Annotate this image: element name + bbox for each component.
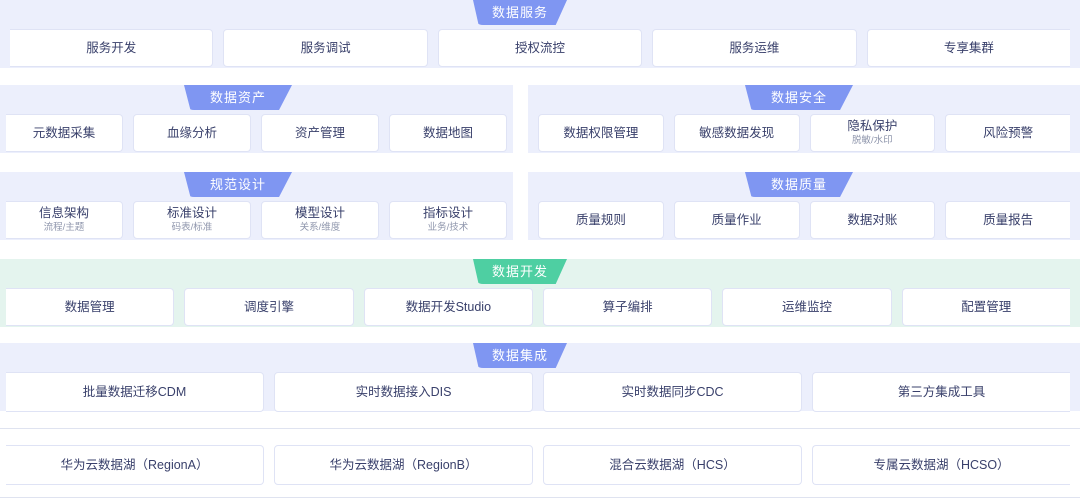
card-row-data-development: 数据管理 调度引擎 数据开发Studio 算子编排 运维监控 配置管理 — [6, 288, 1070, 326]
card-title: 实时数据接入DIS — [355, 384, 452, 399]
card-realtime-data-ingest-dis[interactable]: 实时数据接入DIS — [274, 372, 533, 412]
card-title: 指标设计 — [422, 206, 473, 220]
card-row-data-quality: 质量规则 质量作业 数据对账 质量报告 — [538, 201, 1070, 239]
card-data-development-studio[interactable]: 数据开发Studio — [363, 288, 533, 326]
section-tab-data-integration[interactable]: 数据集成 — [473, 343, 567, 368]
card-row-data-asset: 元数据采集 血缘分析 资产管理 数据地图 — [6, 114, 507, 152]
card-third-party-integration-tool[interactable]: 第三方集成工具 — [812, 372, 1070, 412]
card-title: 专享集群 — [943, 40, 994, 55]
card-title: 批量数据迁移CDM — [82, 384, 187, 399]
card-row-standard-design: 信息架构 流程/主题 标准设计 码表/标准 模型设计 关系/维度 指标设计 业务… — [6, 201, 507, 239]
card-data-map[interactable]: 数据地图 — [389, 114, 507, 152]
card-auth-flow-control[interactable]: 授权流控 — [437, 29, 643, 67]
card-title: 运维监控 — [781, 299, 832, 314]
card-row-data-service: 服务开发 服务调试 授权流控 服务运维 专享集群 — [10, 29, 1071, 67]
card-privacy-protection[interactable]: 隐私保护 脱敏/水印 — [809, 114, 936, 152]
card-asset-management[interactable]: 资产管理 — [261, 114, 379, 152]
card-row-data-lake: 华为云数据湖（RegionA） 华为云数据湖（RegionB） 混合云数据湖（H… — [6, 445, 1070, 485]
card-row-data-integration: 批量数据迁移CDM 实时数据接入DIS 实时数据同步CDC 第三方集成工具 — [6, 372, 1070, 412]
card-lineage-analysis[interactable]: 血缘分析 — [133, 114, 251, 152]
card-title: 华为云数据湖（RegionB） — [329, 457, 478, 472]
card-title: 质量作业 — [711, 212, 762, 227]
card-dedicated-cloud-data-lake-hcso[interactable]: 专属云数据湖（HCSO） — [812, 445, 1070, 485]
card-title: 配置管理 — [961, 299, 1012, 314]
card-model-design[interactable]: 模型设计 关系/维度 — [261, 201, 379, 239]
card-title: 服务开发 — [86, 40, 137, 55]
card-data-permission-management[interactable]: 数据权限管理 — [538, 114, 664, 152]
card-title: 服务运维 — [729, 40, 780, 55]
section-tab-data-quality[interactable]: 数据质量 — [745, 172, 853, 197]
section-tab-data-security[interactable]: 数据安全 — [745, 85, 853, 110]
card-title: 数据地图 — [422, 125, 473, 140]
card-title: 血缘分析 — [166, 125, 217, 140]
divider-bottom-data-lake — [0, 497, 1080, 498]
card-configuration-management[interactable]: 配置管理 — [901, 288, 1070, 326]
card-title: 服务调试 — [300, 40, 351, 55]
card-title: 模型设计 — [294, 206, 345, 220]
card-title: 数据管理 — [64, 299, 115, 314]
card-title: 资产管理 — [294, 125, 345, 140]
section-tab-data-development[interactable]: 数据开发 — [473, 259, 567, 284]
card-operator-orchestration[interactable]: 算子编排 — [542, 288, 713, 326]
card-exclusive-cluster[interactable]: 专享集群 — [866, 29, 1071, 67]
card-row-data-security: 数据权限管理 敏感数据发现 隐私保护 脱敏/水印 风险预警 — [538, 114, 1070, 152]
card-huawei-cloud-data-lake-region-a[interactable]: 华为云数据湖（RegionA） — [6, 445, 264, 485]
card-standard-design[interactable]: 标准设计 码表/标准 — [133, 201, 251, 239]
card-data-reconciliation[interactable]: 数据对账 — [809, 201, 936, 239]
card-risk-alert[interactable]: 风险预警 — [945, 114, 1070, 152]
card-title: 专属云数据湖（HCSO） — [873, 457, 1010, 472]
card-service-debug[interactable]: 服务调试 — [223, 29, 428, 67]
card-title: 数据开发Studio — [405, 299, 492, 314]
divider-top-data-lake — [0, 428, 1080, 429]
card-sensitive-data-discovery[interactable]: 敏感数据发现 — [673, 114, 800, 152]
card-batch-data-migration-cdm[interactable]: 批量数据迁移CDM — [6, 372, 264, 412]
card-title: 质量报告 — [983, 212, 1034, 227]
card-information-architecture[interactable]: 信息架构 流程/主题 — [6, 201, 123, 239]
card-huawei-cloud-data-lake-region-b[interactable]: 华为云数据湖（RegionB） — [274, 445, 533, 485]
card-quality-job[interactable]: 质量作业 — [673, 201, 800, 239]
card-title: 授权流控 — [515, 40, 566, 55]
card-scheduling-engine[interactable]: 调度引擎 — [184, 288, 354, 326]
card-title: 信息架构 — [38, 206, 89, 220]
card-hybrid-cloud-data-lake-hcs[interactable]: 混合云数据湖（HCS） — [543, 445, 802, 485]
card-title: 混合云数据湖（HCS） — [609, 457, 736, 472]
card-metadata-collection[interactable]: 元数据采集 — [6, 114, 123, 152]
section-tab-standard-design[interactable]: 规范设计 — [184, 172, 292, 197]
card-title: 实时数据同步CDC — [621, 384, 724, 399]
card-subtitle: 关系/维度 — [299, 222, 341, 233]
card-quality-report[interactable]: 质量报告 — [945, 201, 1070, 239]
card-title: 数据权限管理 — [563, 125, 639, 140]
card-title: 数据对账 — [847, 212, 898, 227]
card-title: 敏感数据发现 — [699, 125, 775, 140]
section-tab-data-service[interactable]: 数据服务 — [473, 0, 567, 25]
card-service-ops[interactable]: 服务运维 — [652, 29, 857, 67]
card-subtitle: 码表/标准 — [171, 222, 213, 233]
card-title: 元数据采集 — [32, 125, 96, 140]
card-title: 隐私保护 — [847, 119, 898, 133]
card-subtitle: 业务/技术 — [427, 222, 469, 233]
card-title: 质量规则 — [575, 212, 626, 227]
card-subtitle: 脱敏/水印 — [852, 135, 893, 146]
card-title: 调度引擎 — [243, 299, 294, 314]
card-subtitle: 流程/主题 — [43, 222, 85, 233]
card-realtime-data-sync-cdc[interactable]: 实时数据同步CDC — [543, 372, 802, 412]
card-title: 华为云数据湖（RegionA） — [60, 457, 209, 472]
card-metric-design[interactable]: 指标设计 业务/技术 — [389, 201, 507, 239]
card-data-management[interactable]: 数据管理 — [6, 288, 175, 326]
card-title: 标准设计 — [166, 206, 217, 220]
section-tab-data-asset[interactable]: 数据资产 — [184, 85, 292, 110]
card-title: 风险预警 — [983, 125, 1034, 140]
card-service-development[interactable]: 服务开发 — [10, 29, 214, 67]
card-ops-monitoring[interactable]: 运维监控 — [722, 288, 892, 326]
card-quality-rule[interactable]: 质量规则 — [538, 201, 664, 239]
card-title: 算子编排 — [602, 299, 653, 314]
card-title: 第三方集成工具 — [897, 384, 986, 399]
